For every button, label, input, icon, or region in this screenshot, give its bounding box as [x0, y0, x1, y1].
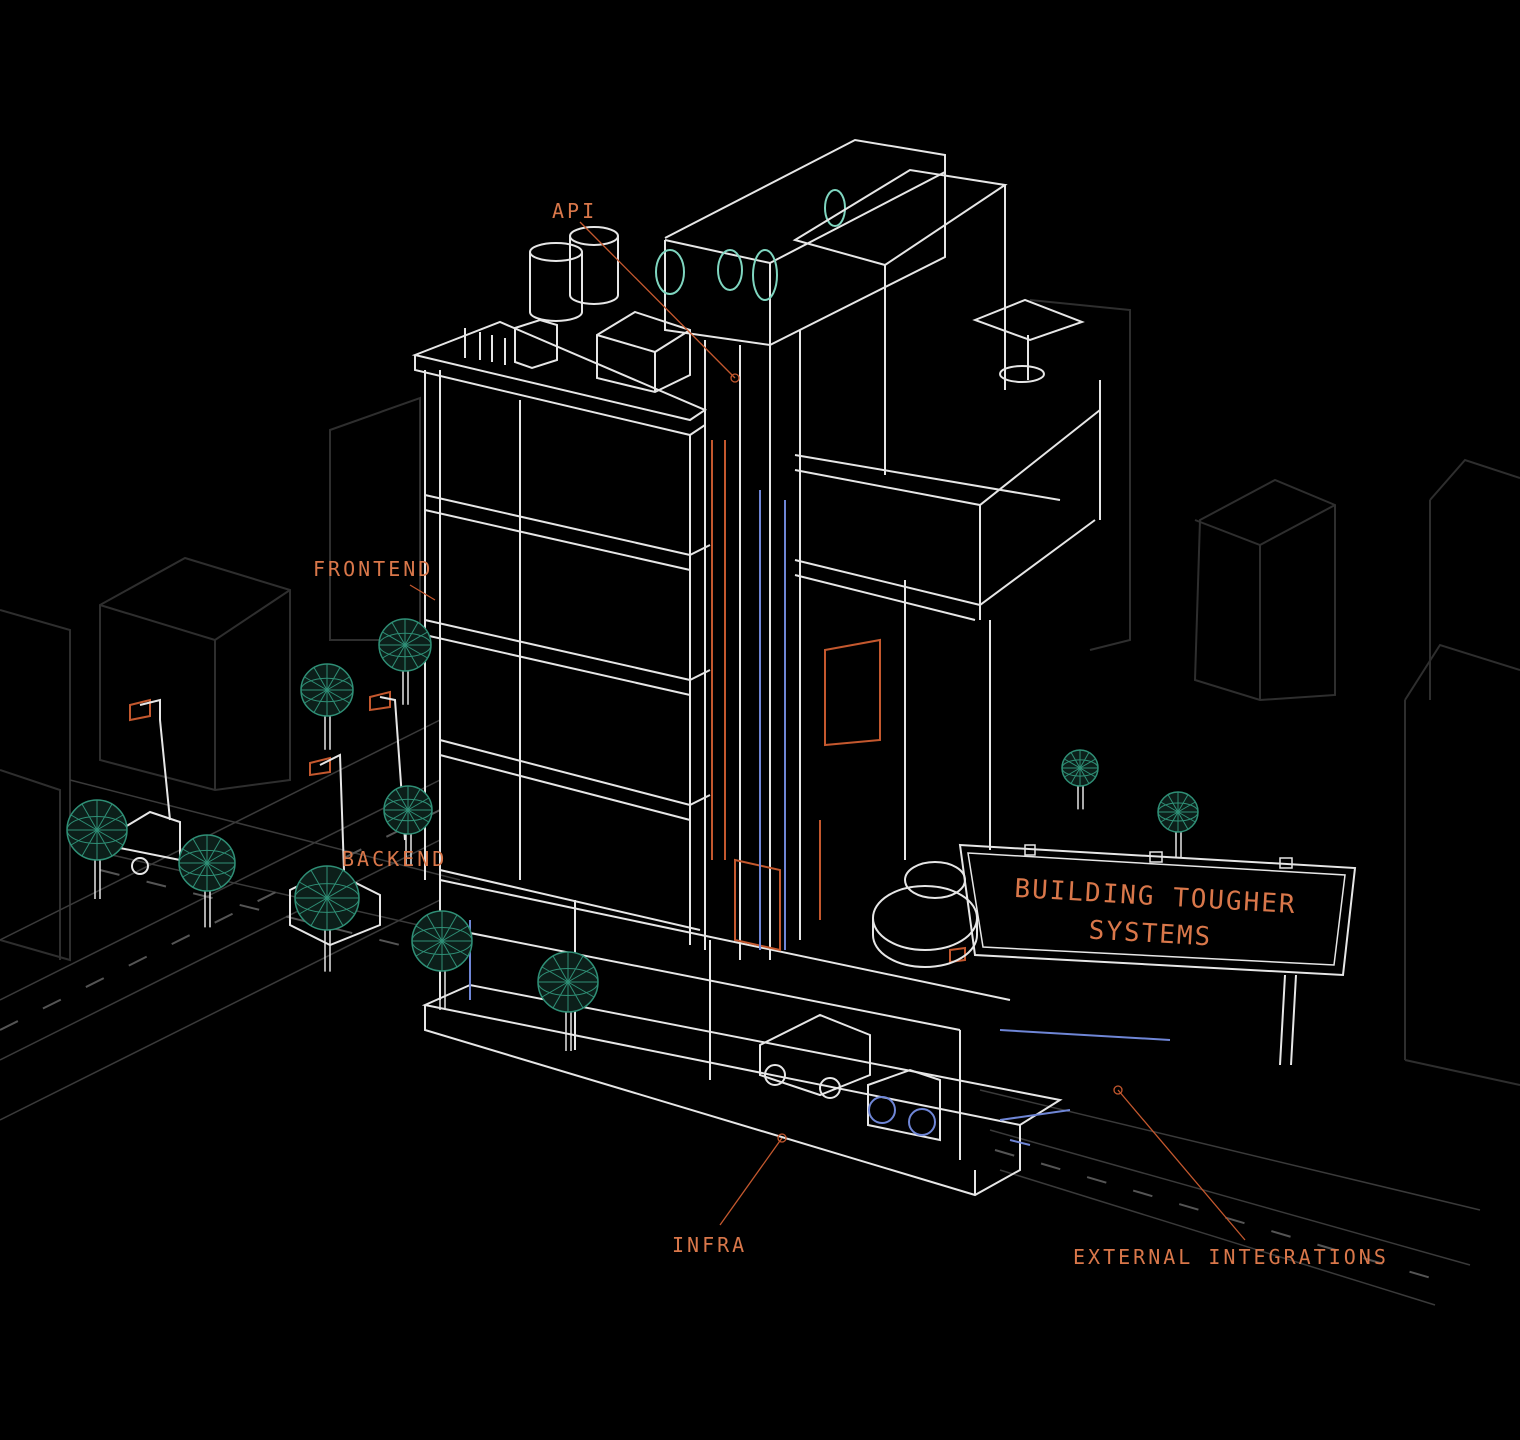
backend-label: BACKEND: [342, 847, 448, 871]
tree: [66, 799, 128, 899]
tree: [1157, 791, 1199, 858]
external-integrations-label: EXTERNAL INTEGRATIONS: [1073, 1245, 1389, 1269]
tree: [411, 910, 473, 1010]
tree: [1061, 749, 1099, 810]
background-buildings: [0, 299, 1520, 1086]
tree: [178, 834, 236, 928]
tree: [537, 951, 599, 1051]
tree: [300, 663, 354, 750]
tree: [294, 865, 360, 972]
rooftop-umbrella: [972, 298, 1085, 383]
roof-equipment: [464, 226, 691, 394]
tree: [378, 618, 432, 705]
base-platform: [421, 879, 1063, 1197]
core-drum: [655, 189, 846, 301]
billboard-line2: SYSTEMS: [1088, 915, 1213, 952]
central-core: [664, 138, 946, 960]
callout-leaders: [409, 221, 1246, 1241]
right-tower: [792, 168, 1101, 860]
street-dashes: [0, 809, 1456, 1286]
tree: [383, 785, 433, 866]
api-label: API: [552, 199, 598, 223]
trees: [66, 618, 1199, 1051]
orange-ducts: [129, 440, 966, 964]
frontend-label: FRONTEND: [313, 557, 434, 581]
infra-label: INFRA: [672, 1233, 748, 1257]
billboard-frame: [958, 843, 1357, 977]
